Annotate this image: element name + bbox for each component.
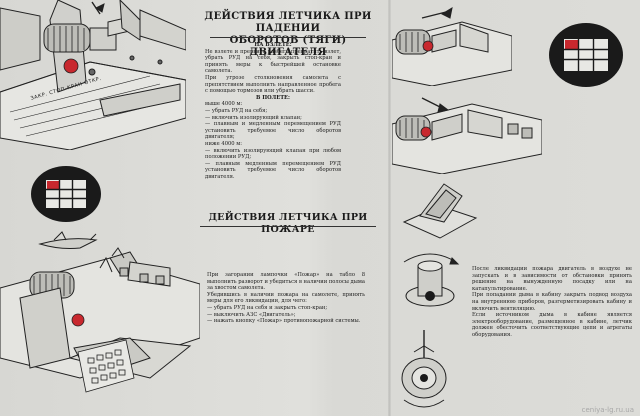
watermark: ceniya-lg.ru.ua: [581, 406, 634, 414]
fire-after-3: Если источником дыма в кабине является э…: [472, 312, 632, 338]
warning-panel-badge-right: [549, 23, 623, 87]
engine-failure-title: ДЕЙСТВИЯ ЛЕТЧИКА ПРИ ПАДЕНИИ ОБОРОТОВ (Т…: [190, 11, 386, 59]
throttle-illustration-top: [0, 0, 186, 150]
fire-step: — нажать кнопку «Пожар» противопожарной …: [207, 318, 361, 325]
fire-after-2: При попадании дыма в кабину закрыть подв…: [472, 292, 632, 312]
title-underline: [210, 37, 366, 38]
fire-after-1: После ликвидации пожара двигатель в возд…: [472, 266, 632, 292]
flight-heading: В ПОЛЕТЕ:: [256, 94, 290, 101]
fire-after-text: После ликвидации пожара двигатель в возд…: [472, 266, 632, 339]
fire-knob-illustration: [403, 253, 460, 307]
takeoff-text: Не взлете и прервите разбега прекратить …: [205, 48, 341, 75]
takeoff-note: При угрозе столкновения самолета с препя…: [205, 74, 341, 95]
air-valve-illustration: [401, 330, 447, 408]
warning-panel-badge-left: [31, 166, 101, 222]
flight-above-label: выше 4000 м:: [205, 101, 243, 108]
engine-failure-text: НА ВЗЛЕТЕ: Не взлете и прервите разбега …: [205, 42, 341, 180]
throttle-illustration-right-middle: [392, 97, 542, 174]
page-crease: [388, 0, 391, 416]
cockpit-fire-illustration: [0, 231, 200, 393]
engine-failure-title-line2: ОБОРОТОВ (ТЯГИ) ДВИГАТЕЛЯ: [229, 35, 347, 58]
takeoff-heading: НА ВЗЛЕТЕ:: [254, 42, 292, 48]
flight-item: — плавным и медленным перемещением РУД у…: [205, 121, 341, 141]
flight-item: — включить изолирующий клапан при любом …: [205, 147, 341, 161]
flight-below-label: ниже 4000 м:: [205, 140, 243, 147]
fire-confirm: Убедившись в наличии пожара на самолете,…: [207, 291, 365, 305]
flight-item: — плавным медленным перемещением РУД уст…: [205, 160, 341, 180]
switch-cover-illustration: [402, 183, 478, 239]
fire-step: — выключить АЗС «Двигатель»;: [207, 311, 296, 318]
fire-title: ДЕЙСТВИЯ ЛЕТЧИКА ПРИ ПОЖАРЕ: [208, 212, 368, 235]
fire-step: — убрать РУД на себя и закрыть стоп-кран…: [207, 304, 328, 311]
engine-failure-title-line1: ДЕЙСТВИЯ ЛЕТЧИКА ПРИ ПАДЕНИИ: [204, 11, 372, 34]
fire-intro: При загорании лампочки «Пожар» на табло …: [207, 272, 365, 292]
fire-text: При загорании лампочки «Пожар» на табло …: [207, 272, 365, 325]
flight-item: — убрать РУД на себя;: [205, 107, 268, 114]
throttle-illustration-right-top: [392, 6, 512, 86]
fire-title-underline: [200, 226, 376, 227]
flight-item: — включить изолирующий клапан;: [205, 114, 302, 121]
